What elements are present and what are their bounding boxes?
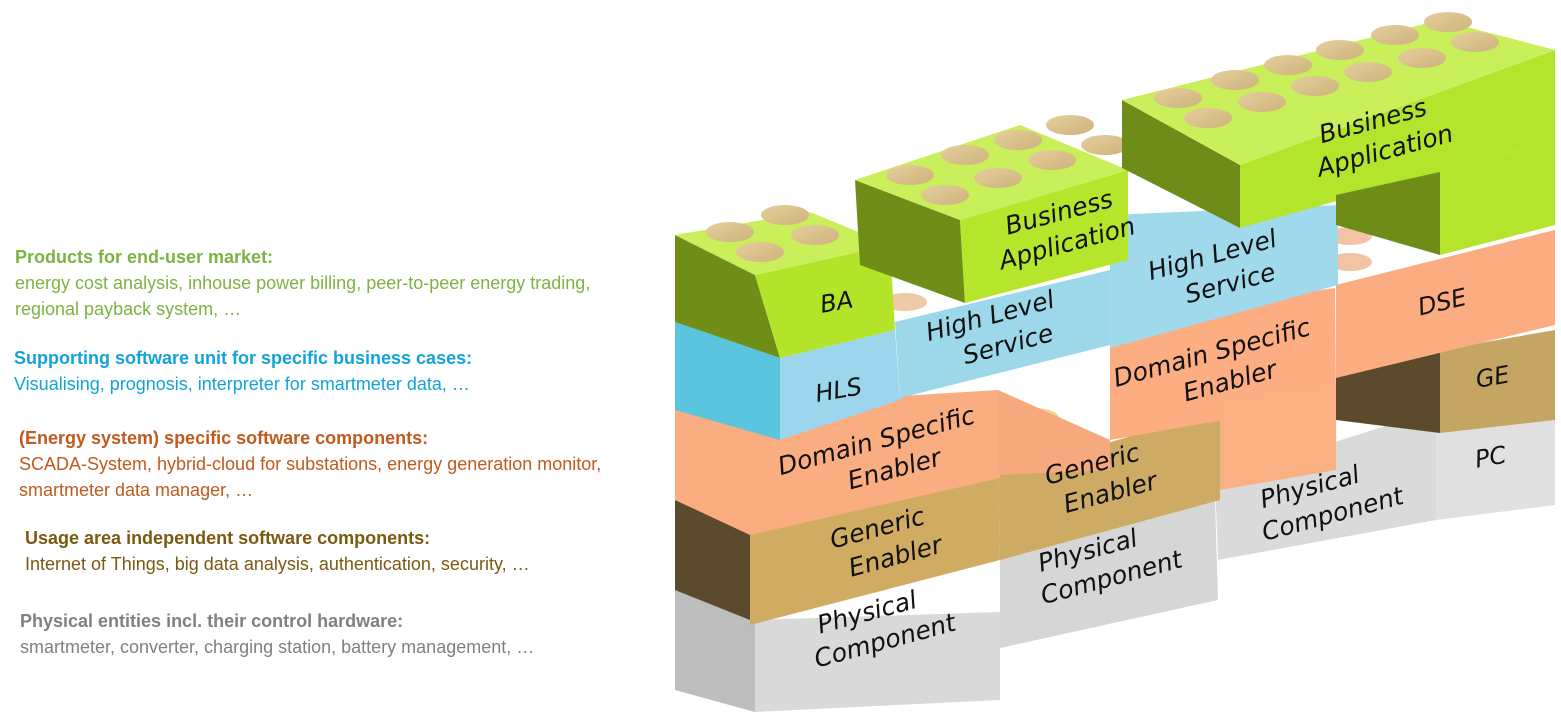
legend-item-energy-system-components: (Energy system) specific software compon… [19,425,659,503]
dse-brick [1328,227,1555,378]
physical-component-brick-3 [1215,410,1436,560]
legend-heading: Physical entities incl. their control ha… [20,611,404,631]
business-application-brick-2 [1122,12,1555,228]
legend-heading: (Energy system) specific software compon… [19,428,429,448]
legend-item-independent-components: Usage area independent software componen… [25,525,665,577]
physical-component-brick-1 [675,590,1000,712]
hls-brick [675,322,900,440]
ge-label: GE [1474,360,1513,394]
legend-item-physical-entities: Physical entities incl. their control ha… [20,608,660,660]
legend-item-supporting-software: Supporting software unit for specific bu… [14,345,654,397]
high-level-service-brick-2 [1110,205,1338,348]
legend-heading: Supporting software unit for specific bu… [14,348,473,368]
legend-heading: Usage area independent software componen… [25,528,431,548]
business-application-brick-1 [855,115,1129,303]
legend: Products for end-user market: energy cos… [0,0,660,720]
lego-architecture-diagram: BA HLS DSE GE PC Business Application Bu… [660,0,1561,720]
ba-label: BA [818,285,855,318]
legend-description: Internet of Things, big data analysis, a… [25,554,530,574]
legend-description: energy cost analysis, inhouse power bill… [15,273,591,319]
legend-description: SCADA-System, hybrid-cloud for substatio… [19,454,602,500]
generic-enabler-brick-1 [675,475,1000,625]
legend-item-end-user-products: Products for end-user market: energy cos… [15,244,655,322]
high-level-service-brick-1 [883,270,1110,398]
physical-component-brick-2 [1000,500,1218,648]
brick-labels: BA HLS DSE GE PC Business Application Bu… [775,92,1513,673]
ba-brick [675,205,895,358]
legend-heading: Products for end-user market: [15,247,274,267]
legend-description: Visualising, prognosis, interpreter for … [14,374,470,394]
pc-label: PC [1473,441,1509,474]
legend-description: smartmeter, converter, charging station,… [20,637,535,657]
green-support-pillar [1336,140,1555,255]
